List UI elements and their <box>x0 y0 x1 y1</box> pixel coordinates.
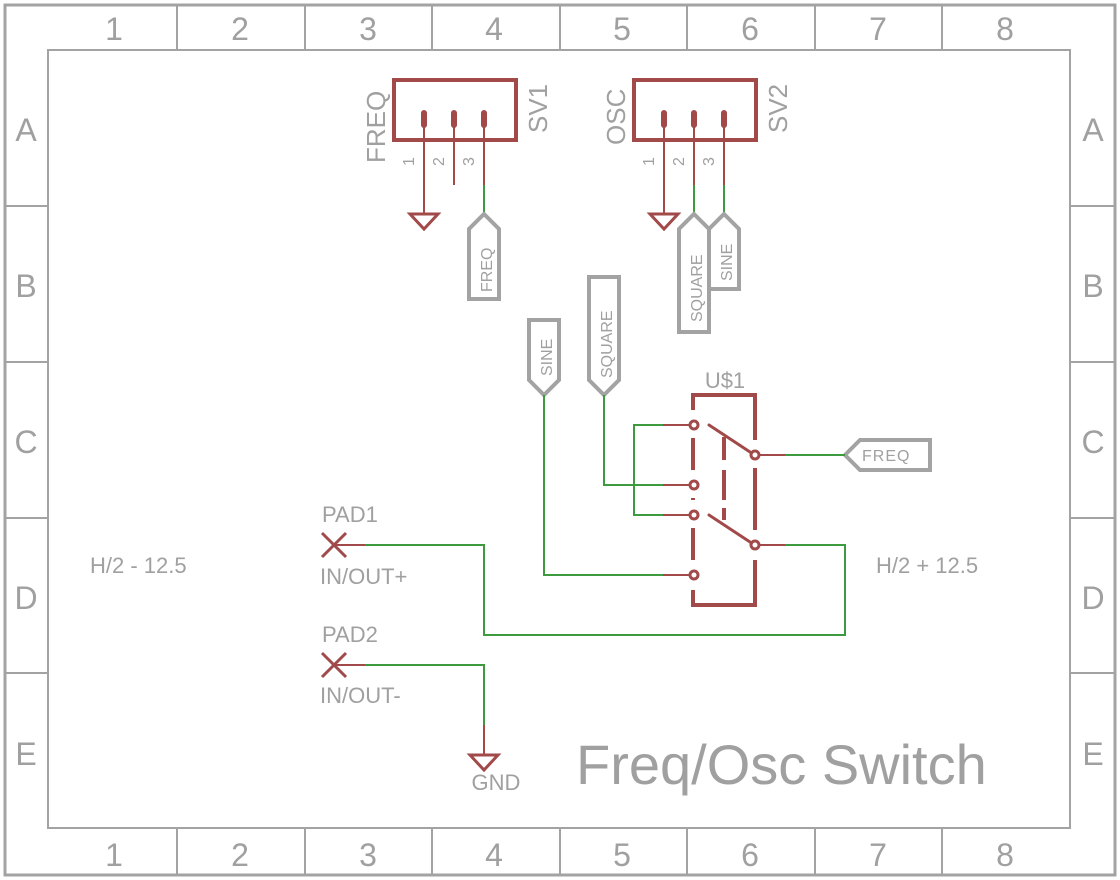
column-dividers-bottom <box>176 828 943 875</box>
pad1[interactable] <box>320 531 365 559</box>
pad2-name-label: PAD2 <box>322 622 378 647</box>
svg-text:SINE: SINE <box>539 339 556 376</box>
sv1-pin-1: 1 <box>401 157 418 166</box>
row-ref-right: C <box>1081 424 1104 460</box>
col-ref-bottom: 2 <box>231 837 249 873</box>
net-label-square-u1[interactable]: SQUARE <box>587 275 621 398</box>
col-ref-bottom: 4 <box>485 837 503 873</box>
row-ref-left: E <box>15 736 36 772</box>
col-ref-top: 3 <box>359 11 377 47</box>
row-ref-left: C <box>14 424 37 460</box>
net-label-freq-u1[interactable]: FREQ <box>842 438 932 472</box>
net-sine[interactable] <box>543 395 663 576</box>
switch-u1[interactable] <box>663 393 785 607</box>
row-ref-right: A <box>1082 112 1104 148</box>
svg-text:SQUARE: SQUARE <box>599 310 616 378</box>
col-ref-bottom: 3 <box>359 837 377 873</box>
ground-icon <box>466 753 502 773</box>
net-square[interactable] <box>603 395 663 486</box>
net-label-square-sv2[interactable]: SQUARE <box>677 211 711 334</box>
pad2[interactable] <box>320 651 365 679</box>
net-label-freq-sv1[interactable]: FREQ <box>467 211 501 301</box>
col-ref-bottom: 1 <box>105 837 123 873</box>
row-dividers-left <box>5 205 48 674</box>
sv1-pin-3: 3 <box>461 157 478 166</box>
net-label-sine-sv2[interactable]: SINE <box>707 211 741 291</box>
note-right: H/2 + 12.5 <box>876 553 978 578</box>
row-ref-left: B <box>15 268 36 304</box>
row-ref-right: B <box>1082 268 1103 304</box>
col-ref-bottom: 7 <box>869 837 887 873</box>
connector-sv1[interactable] <box>392 78 518 214</box>
connector-sv2[interactable] <box>632 78 758 214</box>
col-ref-top: 4 <box>485 11 503 47</box>
gnd-label: GND <box>472 770 521 795</box>
u1-name-label: U$1 <box>705 368 745 393</box>
sv1-pin-2: 2 <box>431 157 448 166</box>
svg-text:FREQ: FREQ <box>862 448 910 465</box>
net-switch-bridge[interactable] <box>633 424 663 516</box>
pad1-name-label: PAD1 <box>322 502 378 527</box>
sv2-pin-3: 3 <box>701 157 718 166</box>
net-gnd[interactable] <box>365 664 485 725</box>
col-ref-top: 7 <box>869 11 887 47</box>
col-ref-bottom: 8 <box>996 837 1014 873</box>
sv1-name-label: SV1 <box>523 84 553 133</box>
row-ref-right: E <box>1082 736 1103 772</box>
row-dividers-right <box>1070 205 1115 674</box>
svg-text:FREQ: FREQ <box>479 248 496 292</box>
net-in-out-plus[interactable] <box>365 544 846 636</box>
sheet-title: Freq/Osc Switch <box>576 733 987 796</box>
pad1-value-label: IN/OUT+ <box>320 564 407 589</box>
sv1-value-label: FREQ <box>361 91 391 163</box>
svg-text:SINE: SINE <box>719 244 736 281</box>
ground-icon <box>406 212 442 232</box>
col-ref-top: 2 <box>231 11 249 47</box>
row-ref-left: A <box>15 112 37 148</box>
net-label-sine-u1[interactable]: SINE <box>527 318 561 398</box>
row-ref-left: D <box>14 580 37 616</box>
svg-text:SQUARE: SQUARE <box>689 254 706 322</box>
col-ref-top: 6 <box>741 11 759 47</box>
col-ref-top: 1 <box>105 11 123 47</box>
ground-icon <box>646 212 682 232</box>
row-ref-right: D <box>1081 580 1104 616</box>
pad2-value-label: IN/OUT- <box>320 683 401 708</box>
sv2-value-label: OSC <box>601 89 631 145</box>
note-left: H/2 - 12.5 <box>90 553 187 578</box>
sv2-pin-1: 1 <box>641 157 658 166</box>
col-ref-top: 8 <box>996 11 1014 47</box>
col-ref-bottom: 6 <box>741 837 759 873</box>
col-ref-top: 5 <box>613 11 631 47</box>
sv2-name-label: SV2 <box>763 84 793 133</box>
col-ref-bottom: 5 <box>613 837 631 873</box>
column-dividers-top <box>176 5 943 50</box>
sv2-pin-2: 2 <box>671 157 688 166</box>
